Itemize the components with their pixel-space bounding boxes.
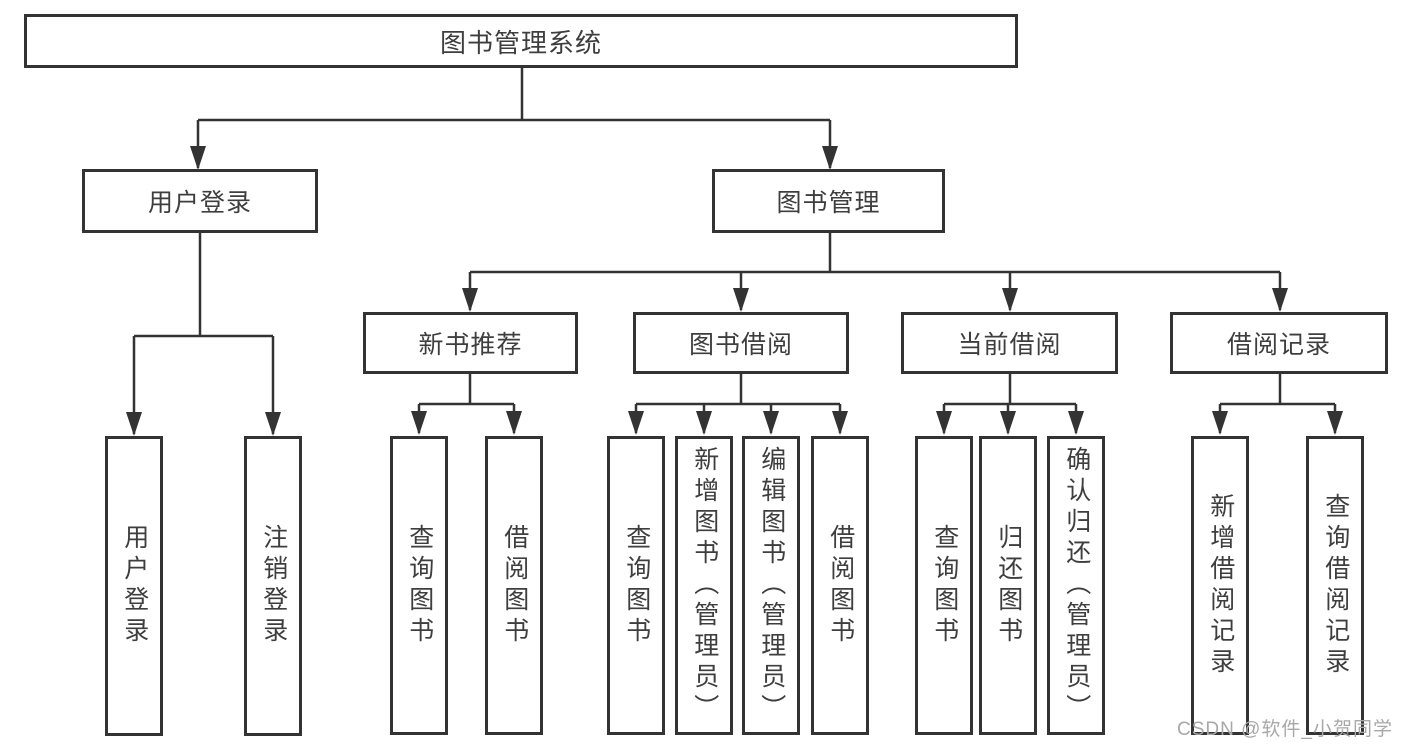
node-label: 查询图书 — [930, 523, 959, 648]
arrow-to-leaf-edit-book — [763, 411, 779, 435]
node-label: 新增借阅记录 — [1206, 492, 1235, 679]
node-new-book-recommend: 新书推荐 — [363, 312, 578, 374]
arrow-to-book-borrowing — [733, 288, 749, 312]
node-label: 借阅记录 — [1226, 331, 1331, 359]
arrow-to-leaf-add-record — [1212, 411, 1228, 435]
arrow-to-current-borrowing — [1002, 288, 1018, 312]
node-book-management: 图书管理 — [712, 169, 945, 233]
node-borrowing-records: 借阅记录 — [1170, 312, 1388, 374]
leaf-confirm-return-admin: 确认归还（管理员） — [1047, 436, 1105, 735]
arrow-to-book-management — [822, 146, 838, 170]
leaf-add-borrow-record: 新增借阅记录 — [1191, 436, 1249, 735]
connector-level2-rail — [196, 118, 832, 168]
arrow-to-leaf-user-login — [126, 412, 142, 436]
node-label: 新书推荐 — [418, 331, 523, 359]
connector-new-book-group — [417, 374, 516, 433]
connector-user-login-group — [132, 232, 275, 434]
leaf-add-book-admin: 新增图书（管理员） — [675, 436, 733, 735]
arrow-to-user-login — [190, 146, 206, 170]
node-label: 归还图书 — [994, 523, 1023, 648]
node-label: 用户登录 — [120, 524, 149, 648]
connector-level3-rail — [468, 232, 1282, 310]
node-label: 新增图书（管理员） — [690, 446, 719, 725]
node-label: 图书借阅 — [688, 331, 793, 359]
node-label: 确认归还（管理员） — [1062, 446, 1091, 725]
arrow-to-leaf-return-book — [1000, 411, 1016, 435]
arrow-to-leaf-logout — [265, 412, 281, 436]
node-user-login: 用户登录 — [82, 169, 318, 233]
node-label: 查询图书 — [622, 523, 651, 648]
leaf-borrow-books-borrowing: 借阅图书 — [811, 436, 869, 735]
connector-book-borrowing-group — [634, 374, 842, 433]
arrow-to-borrowing-records — [1272, 288, 1288, 312]
leaf-query-borrow-record: 查询借阅记录 — [1306, 436, 1364, 735]
arrow-to-leaf-query-books-a — [411, 411, 427, 435]
connector-borrowing-records-group — [1218, 374, 1337, 433]
leaf-query-books-recommend: 查询图书 — [390, 436, 448, 735]
node-label: 借阅图书 — [500, 523, 529, 648]
arrow-to-new-book-recommend — [462, 288, 478, 312]
leaf-query-books-current: 查询图书 — [915, 436, 973, 735]
leaf-logout: 注销登录 — [244, 436, 302, 736]
arrow-to-leaf-borrow-books-b — [832, 411, 848, 435]
arrow-to-leaf-confirm-return — [1068, 411, 1084, 435]
node-book-borrowing: 图书借阅 — [633, 312, 849, 374]
node-label: 注销登录 — [259, 524, 288, 648]
csdn-watermark: CSDN @软件_小贺同学 — [1177, 719, 1393, 740]
node-label: 图书管理系统 — [439, 27, 602, 58]
node-current-borrowing: 当前借阅 — [901, 312, 1118, 374]
node-label: 查询图书 — [405, 523, 434, 648]
node-label: 查询借阅记录 — [1321, 492, 1350, 679]
node-label: 借阅图书 — [826, 523, 855, 648]
node-label: 编辑图书（管理员） — [757, 446, 786, 725]
node-label: 图书管理 — [776, 189, 881, 217]
leaf-edit-book-admin: 编辑图书（管理员） — [742, 436, 800, 735]
arrow-to-leaf-query-books-c — [936, 411, 952, 435]
node-library-management-system: 图书管理系统 — [24, 14, 1018, 68]
arrow-to-leaf-add-book — [696, 411, 712, 435]
node-label: 当前借阅 — [957, 331, 1062, 359]
arrow-to-leaf-query-record — [1327, 411, 1343, 435]
leaf-query-books-borrowing: 查询图书 — [607, 436, 665, 735]
arrow-to-leaf-borrow-books-a — [506, 411, 522, 435]
leaf-return-book: 归还图书 — [979, 436, 1037, 735]
arrow-to-leaf-query-books-b — [628, 411, 644, 435]
node-label: 用户登录 — [147, 189, 252, 217]
leaf-user-login: 用户登录 — [105, 436, 163, 736]
leaf-borrow-books-recommend: 借阅图书 — [485, 436, 543, 735]
